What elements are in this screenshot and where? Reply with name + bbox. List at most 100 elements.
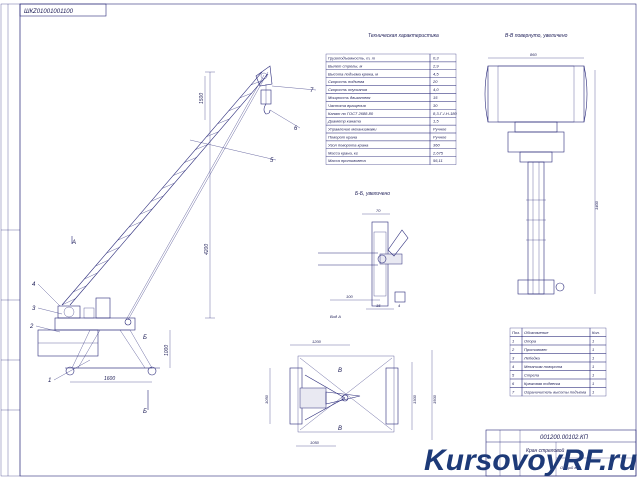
parts-cell: Противовес	[524, 347, 547, 352]
binding-strip	[0, 3, 21, 477]
tech-param: Масса противовеса	[328, 158, 367, 163]
callout-label: 2	[29, 324, 34, 330]
parts-cell: 4	[512, 364, 515, 369]
section-mark-b: Б	[143, 335, 147, 341]
tech-param: Высота подъема крюка, м	[328, 71, 378, 76]
section-mark-b-2: Б	[143, 409, 147, 415]
callout-label: 6	[294, 126, 298, 132]
parts-cell: 1	[512, 339, 514, 344]
tech-value: 15	[433, 95, 438, 100]
tech-param: Вылет стрелы, м	[328, 63, 363, 68]
parts-cell: 1	[592, 364, 594, 369]
callout-6: 6	[269, 109, 301, 132]
section-top-block	[487, 65, 585, 123]
tech-row: Управление механизмами Ручное	[325, 124, 457, 134]
tech-row: Частота вращения 30	[325, 101, 457, 110]
tech-param: Управление механизмами	[328, 127, 377, 132]
winch	[57, 305, 81, 319]
callout-1: 1	[48, 359, 91, 384]
parts-cell: Стрела	[524, 373, 540, 378]
parts-cell: 1	[592, 347, 594, 352]
tech-row: Высота подъема крюка, м 4,5	[325, 69, 457, 78]
tech-param: Канат по ГОСТ 2688-80	[328, 111, 374, 116]
parts-cell: 3	[512, 356, 515, 361]
parts-cell: Механизм поворота	[524, 364, 563, 369]
tech-param: Масса крана, кг	[328, 150, 358, 155]
tech-row: Скорость подъема 20	[325, 77, 457, 86]
dim-base-height: 1000	[164, 345, 170, 356]
tech-param: Угол поворота крана	[328, 142, 369, 147]
tech-value: Ручное	[433, 135, 447, 140]
tech-param: Грузоподъемность, т, m	[328, 56, 376, 61]
plan-winch	[299, 387, 327, 409]
dim-detail-b: 15	[376, 303, 381, 308]
tech-param: Диаметр каната	[327, 119, 362, 124]
parts-cell: 1	[592, 381, 594, 386]
watermark-text: KursovoyRF.ru	[424, 444, 637, 477]
tech-row: Диаметр каната 1,5	[325, 117, 457, 126]
tech-value: 1,5	[433, 119, 439, 124]
section-v: 860 1400	[484, 52, 599, 295]
tech-value: Ручное	[433, 127, 447, 132]
tech-param: Частота вращения	[328, 103, 367, 108]
section-mark-v-2: В	[338, 426, 342, 432]
hook	[263, 103, 271, 115]
code-stamp-text: ШКZ01001001100	[24, 9, 74, 15]
tech-row: Вылет стрелы, м 2,9	[325, 61, 457, 70]
callout-4: 4	[32, 282, 61, 307]
parts-cell: 1	[592, 339, 594, 344]
tech-value: 2,675	[432, 150, 444, 155]
dim-sec-width: 860	[530, 52, 537, 57]
dim-detail-top: 70	[376, 208, 381, 213]
parts-cell: 6	[512, 381, 515, 386]
callout-7: 7	[271, 85, 317, 94]
tech-value: 4,5	[433, 71, 439, 76]
callout-label: 5	[270, 158, 274, 164]
tech-param: Скорость подъема	[328, 79, 365, 84]
dim-plan-far-right: 1500	[432, 394, 437, 404]
parts-cell: Лебедка	[523, 356, 540, 361]
section-bb-title: В-В повернуто, увеличено	[505, 33, 568, 39]
callout-5: 5	[189, 139, 277, 164]
title-block: 001200.00102.КП Кран стреловой Общий вид	[485, 429, 637, 477]
parts-row: 4 Механизм поворота 1	[509, 361, 607, 371]
callout-label: 1	[48, 378, 51, 384]
wheel	[147, 366, 157, 376]
section-mark-v: В	[338, 368, 342, 374]
dim-plan-top: 1200	[312, 339, 322, 344]
tech-param: Скорость опускания	[328, 87, 368, 92]
callout-3: 3	[32, 306, 63, 315]
dim-top: 1500	[199, 93, 205, 104]
dim-base-width: 1600	[104, 376, 115, 382]
tech-value: 360	[433, 142, 440, 147]
tech-value: 30	[433, 103, 438, 108]
view-mark-a: А	[71, 240, 76, 246]
code-stamp	[19, 3, 107, 17]
parts-cell: Поз.	[512, 330, 520, 335]
tech-value: 20	[432, 79, 438, 84]
tech-row: Скорость опускания 4,0	[325, 85, 457, 94]
tech-value: 2,9	[432, 63, 439, 68]
tech-value: 4,0	[433, 87, 439, 92]
parts-cell: Кол.	[592, 330, 600, 335]
dim-plan-left: 1050	[264, 394, 269, 404]
parts-row: 3 Лебедка 1	[509, 353, 607, 363]
parts-cell: 7	[512, 390, 515, 395]
parts-cell: Ограничитель высоты подъема	[524, 390, 587, 395]
parts-cell: 1	[592, 356, 594, 361]
view-label: Вид А	[330, 314, 341, 319]
